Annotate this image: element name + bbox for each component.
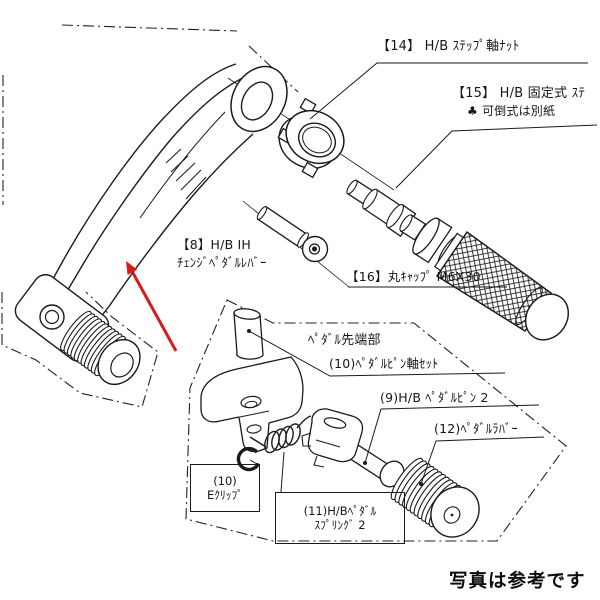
lever-pedal-end xyxy=(14,274,141,386)
step-shaft-nut xyxy=(277,97,345,179)
pedal-pin-shaft xyxy=(233,308,264,360)
label-e-clip-name: Eｸﾘｯﾌﾟ xyxy=(206,488,244,502)
label-box-pedal-spring: (11)H/Bﾍﾟﾀﾞﾙ ｽﾌﾟﾘﾝｸﾞ 2 xyxy=(275,492,405,544)
label-round-cap: 【16】丸ｷｬｯﾌﾟ M6X30 xyxy=(346,269,481,284)
label-pedal-spring-1: (11)H/Bﾍﾟﾀﾞﾙ xyxy=(303,503,377,518)
label-pedal-tip-section: ﾍﾟﾀﾞﾙ先端部 xyxy=(308,333,381,348)
label-pedal-spring-2: ｽﾌﾟﾘﾝｸﾞ 2 xyxy=(314,518,366,532)
label-pedal-rubber: (12)ﾍﾟﾀﾞﾙﾗﾊﾞｰ xyxy=(434,421,518,436)
pointer-arrow xyxy=(126,261,178,352)
lever-rubber xyxy=(60,310,141,386)
pedal-spring xyxy=(249,415,312,454)
label-e-clip-number: (10) xyxy=(213,473,237,488)
pedal-tip-detail-boundary xyxy=(185,299,567,542)
label-pedal-pin: (9)H/B ﾍﾟﾀﾞﾙﾋﾟﾝ 2 xyxy=(380,390,489,405)
round-cap-bolt xyxy=(256,205,329,263)
lever-eye-ring xyxy=(230,65,288,133)
label-change-pedal-lever-1: 【8】H/B IH xyxy=(177,237,251,252)
label-change-pedal-lever-2: ﾁｪﾝｼﾞﾍﾟﾀﾞﾙﾚﾊﾞｰ xyxy=(177,255,267,270)
shift-lever xyxy=(37,63,254,319)
lever-hatch-lines xyxy=(165,148,207,200)
label-step-nut: 【14】 H/B ｽﾃｯﾌﾟ軸ﾅｯﾄ xyxy=(377,39,520,54)
photo-reference-note: 写真は参考です xyxy=(449,571,586,592)
label-pedal-pin-shaft-set: (10)ﾍﾟﾀﾞﾙﾋﾟﾝ軸ｾｯﾄ xyxy=(329,356,439,371)
label-fixed-step: 【15】 H/B 固定式 ｽﾃ xyxy=(452,86,586,101)
fixed-step-shaft xyxy=(346,179,570,341)
clevis-and-pin xyxy=(301,408,405,488)
leader-lines xyxy=(247,62,598,493)
footpeg-knurl xyxy=(436,231,552,332)
pedal-tip-bracket xyxy=(200,356,304,453)
e-clip xyxy=(236,446,261,472)
label-fixed-step-note: ♣ 可倒式は別紙 xyxy=(467,104,556,118)
detail-boundary-lines xyxy=(1,24,567,542)
label-box-e-clip: (10) Eｸﾘｯﾌﾟ xyxy=(190,464,260,512)
